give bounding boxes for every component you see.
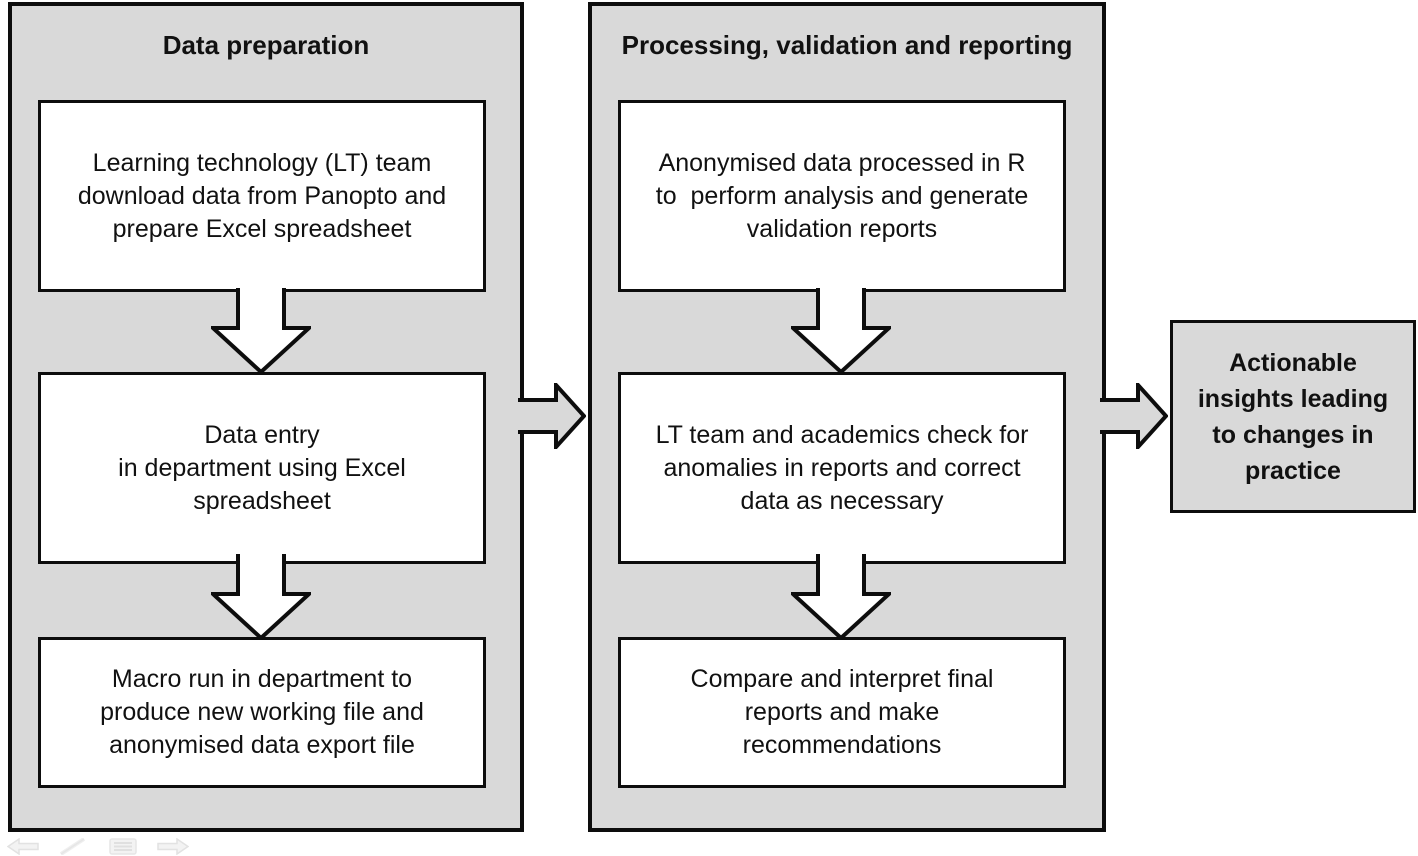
panel-title-data-preparation: Data preparation — [162, 30, 370, 60]
down-arrow-icon — [791, 554, 891, 640]
step-box-data-entry: Data entry in department using Excel spr… — [38, 372, 486, 564]
step-text: Anonymised data processed in R to perfor… — [655, 148, 1029, 243]
slide-menu-icon[interactable] — [106, 837, 140, 855]
step-box-download-data: Learning technology (LT) team download d… — [38, 100, 486, 292]
panel-processing-validation-reporting: Processing, validation and reporting Ano… — [588, 2, 1106, 832]
down-arrow-icon — [211, 288, 311, 374]
step-text: Macro run in department to produce new w… — [100, 665, 424, 759]
down-arrow-icon — [211, 554, 311, 640]
step-text: LT team and academics check for anomalie… — [655, 420, 1029, 515]
step-text: Learning technology (LT) team download d… — [77, 148, 447, 243]
step-text: Compare and interpret final reports and … — [690, 665, 994, 759]
outcome-text: Actionable insights leading to changes i… — [1197, 348, 1389, 485]
right-arrow-icon — [518, 383, 586, 449]
down-arrow-icon — [791, 288, 891, 374]
step-box-compare-interpret: Compare and interpret final reports and … — [618, 637, 1066, 788]
outcome-box-actionable-insights: Actionable insights leading to changes i… — [1170, 320, 1416, 513]
panel-data-preparation: Data preparation Learning technology (LT… — [8, 2, 524, 832]
pen-icon[interactable] — [56, 837, 90, 855]
next-slide-icon[interactable] — [156, 837, 190, 855]
right-arrow-icon — [1100, 383, 1168, 449]
step-box-check-anomalies: LT team and academics check for anomalie… — [618, 372, 1066, 564]
slideshow-controls — [6, 836, 190, 856]
panel-title-processing-validation-reporting: Processing, validation and reporting — [621, 30, 1073, 60]
step-box-processed-in-r: Anonymised data processed in R to perfor… — [618, 100, 1066, 292]
previous-slide-icon[interactable] — [6, 837, 40, 855]
step-box-macro-run: Macro run in department to produce new w… — [38, 637, 486, 788]
step-text: Data entry in department using Excel spr… — [118, 420, 406, 515]
